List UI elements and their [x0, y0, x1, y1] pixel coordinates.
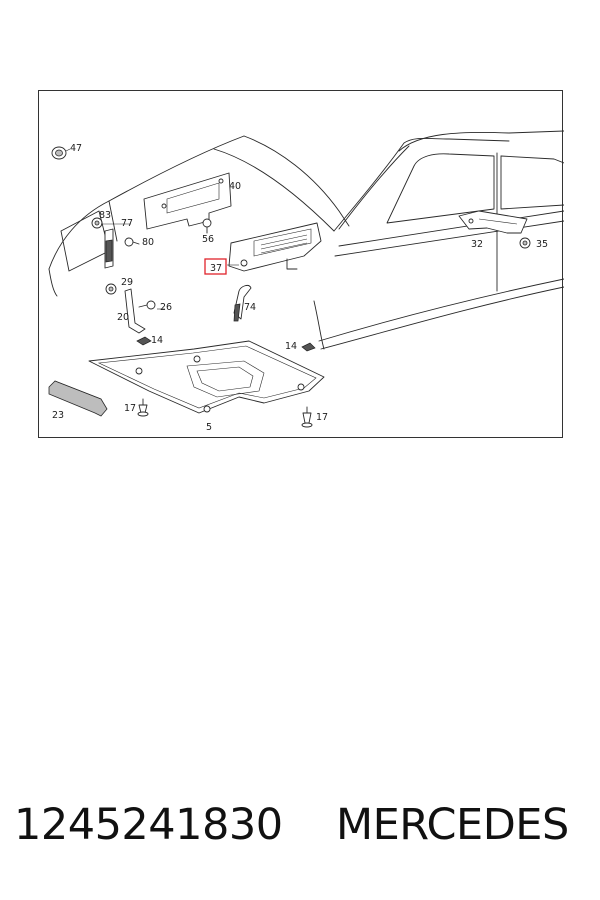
- part-number: 1245241830: [14, 800, 283, 850]
- part-40-upper-panel: [143, 172, 232, 230]
- rocker-top: [318, 278, 564, 342]
- callout-32: 32: [471, 239, 483, 250]
- rear-window-top: [500, 155, 564, 164]
- callout-29: 29: [121, 277, 133, 288]
- windshield-line: [333, 137, 510, 232]
- part-83-nut: [91, 217, 103, 229]
- callout-17-b: 17: [316, 412, 328, 423]
- wheel-arch: [313, 300, 325, 350]
- rear-window: [500, 155, 564, 210]
- part-26-screw: [138, 300, 156, 310]
- part-74-bracket: [233, 284, 252, 322]
- callout-labels: 47 40 83 77 80 56 37 29 26 20 74 14 14 3…: [52, 143, 548, 433]
- callout-77: 77: [121, 218, 133, 229]
- brand-name: MERCEDES: [336, 800, 569, 850]
- callout-37: 37: [210, 263, 222, 274]
- belt-line-lower: [334, 220, 564, 257]
- callout-14-a: 14: [151, 335, 163, 346]
- hood-front-edge: [108, 200, 118, 242]
- rocker-bottom: [320, 286, 564, 350]
- callout-80: 80: [142, 237, 154, 248]
- part-14-clip-b: [301, 342, 316, 352]
- part-37-side-panel: [228, 222, 322, 272]
- callout-17-a: 17: [124, 403, 136, 414]
- part-56-bolt: [202, 218, 212, 234]
- part-20-bracket: [124, 288, 146, 334]
- part-80-screw: [124, 237, 140, 247]
- part-32-rear-bracket: [458, 210, 528, 234]
- front-window: [386, 153, 495, 224]
- callout-74: 74: [244, 302, 256, 313]
- leader-lines: [101, 223, 239, 310]
- part-47-grommet: [51, 146, 71, 160]
- a-pillar: [338, 145, 410, 230]
- part-14-clip-a: [136, 336, 152, 346]
- car-body: [48, 130, 564, 350]
- part-29-nut: [105, 283, 117, 295]
- part-35-nut: [519, 237, 531, 249]
- callout-56: 56: [202, 234, 214, 245]
- part-23-foam-strip: [48, 380, 108, 417]
- callout-26: 26: [160, 302, 172, 313]
- caption: 1245241830 MERCEDES: [0, 796, 600, 866]
- callout-47: 47: [70, 143, 82, 154]
- callout-5: 5: [206, 422, 212, 433]
- callout-40: 40: [229, 181, 241, 192]
- callout-83: 83: [99, 210, 111, 221]
- diagram-svg: 47 40 83 77 80 56 37 29 26 20 74 14 14 3…: [48, 130, 564, 433]
- roof-line: [398, 130, 564, 152]
- parts-diagram: 47 40 83 77 80 56 37 29 26 20 74 14 14 3…: [38, 90, 564, 438]
- part-5-underbody-tray: [88, 340, 325, 414]
- hood-edge-right: [243, 135, 350, 227]
- callout-37-highlight-box: [204, 258, 227, 275]
- bumper-front: [48, 268, 58, 297]
- part-17-screw-b: [301, 406, 313, 428]
- callout-14-b: 14: [285, 341, 297, 352]
- part-77-bracket: [104, 228, 114, 269]
- callout-23: 23: [52, 410, 64, 421]
- part-17-screw-a: [137, 398, 149, 417]
- belt-line: [338, 210, 564, 247]
- callout-35: 35: [536, 239, 548, 250]
- callout-20: 20: [117, 312, 129, 323]
- hood-crease: [213, 148, 335, 232]
